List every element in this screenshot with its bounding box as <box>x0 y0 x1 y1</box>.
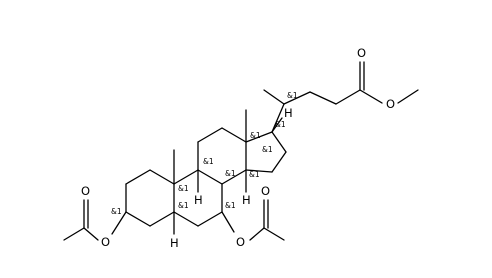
stereo-label: &1 <box>262 145 273 154</box>
atom-label-oxygen: O <box>386 97 395 111</box>
stereo-label: &1 <box>275 120 286 129</box>
stereo-label: &1 <box>178 201 189 210</box>
atom-label-oxygen: O <box>81 184 90 198</box>
atom-label-oxygen: O <box>261 184 270 198</box>
stereo-label: &1 <box>111 207 122 216</box>
atom-label-hydrogen: H <box>194 193 203 207</box>
stereo-labels: &1 &1 &1 &1 &1 &1 &1 &1 &1 &1 &1 <box>111 91 298 216</box>
stereo-label: &1 <box>225 201 236 210</box>
stereo-label: &1 <box>203 157 214 166</box>
stereo-label: &1 <box>250 131 261 140</box>
stereo-label: &1 <box>225 169 236 178</box>
stereo-label: &1 <box>249 170 260 179</box>
atom-labels: O O O O O O H H H H <box>81 46 395 250</box>
stereo-label: &1 <box>178 184 189 193</box>
atom-label-oxygen: O <box>236 235 245 249</box>
atom-label-hydrogen: H <box>170 236 179 250</box>
atom-label-oxygen: O <box>357 46 366 60</box>
atom-label-hydrogen: H <box>242 193 251 207</box>
atom-label-hydrogen: H <box>284 106 293 120</box>
atom-label-oxygen: O <box>101 235 110 249</box>
bond-lines <box>63 61 419 241</box>
stereo-label: &1 <box>287 91 298 100</box>
